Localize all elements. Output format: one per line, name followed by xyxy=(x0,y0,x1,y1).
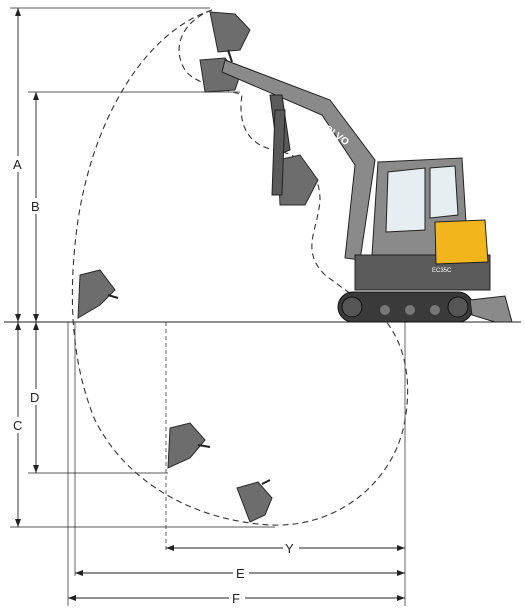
cab-rear-window xyxy=(429,165,459,219)
dozer-blade xyxy=(469,295,513,323)
bucket-mid xyxy=(277,154,319,206)
engine-hood xyxy=(434,219,489,265)
excavator-body: EC35C xyxy=(354,157,491,291)
bucket-wall xyxy=(167,422,211,469)
label-c: C xyxy=(13,418,22,433)
excavator-boom xyxy=(221,59,376,261)
dimension-y: Y xyxy=(166,540,405,556)
dimension-e: E xyxy=(75,565,405,581)
bucket-ground xyxy=(77,269,119,319)
dimension-d: D xyxy=(29,322,43,473)
label-b: B xyxy=(31,199,40,214)
dimension-c: C xyxy=(11,322,25,527)
model-badge: EC35C xyxy=(432,268,452,274)
track xyxy=(337,291,474,323)
label-e: E xyxy=(236,566,245,581)
label-f: F xyxy=(232,591,240,606)
cab-window xyxy=(385,167,426,233)
reach-envelope xyxy=(71,9,409,526)
dimension-f: F xyxy=(68,590,405,606)
label-a: A xyxy=(13,157,22,172)
label-d: D xyxy=(30,390,39,405)
dimension-b: B xyxy=(29,92,43,322)
dimension-a: A xyxy=(11,8,25,322)
label-y: Y xyxy=(285,541,294,556)
bucket-top xyxy=(209,11,251,63)
bucket-bottom xyxy=(236,479,273,523)
